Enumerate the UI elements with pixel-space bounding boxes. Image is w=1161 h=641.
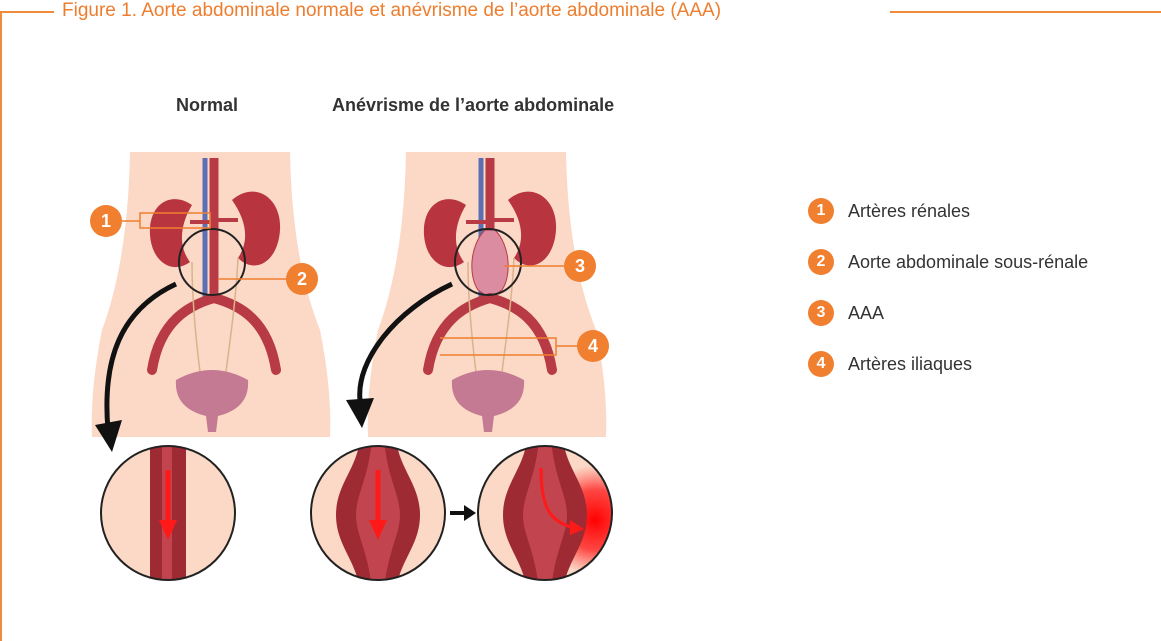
legend-item-1: 1 Artères rénales [808, 198, 1088, 224]
legend-number-3: 3 [808, 300, 834, 326]
badge-3: 3 [564, 250, 596, 282]
legend-item-4: 4 Artères iliaques [808, 351, 1088, 377]
svg-text:2: 2 [297, 269, 307, 289]
rupture-zoom-circle [478, 440, 650, 590]
normal-zoom-circle [101, 440, 235, 590]
svg-text:1: 1 [101, 211, 111, 231]
legend-label-3: AAA [848, 303, 884, 324]
aneurysm-bulge [472, 230, 508, 298]
legend-item-2: 2 Aorte abdominale sous-rénale [808, 249, 1088, 275]
badge-4: 4 [577, 330, 609, 362]
badge-2: 2 [286, 263, 318, 295]
aneurysm-torso [368, 152, 607, 437]
legend-label-4: Artères iliaques [848, 354, 972, 375]
legend-label-1: Artères rénales [848, 201, 970, 222]
badge-1: 1 [90, 205, 122, 237]
legend-item-3: 3 AAA [808, 300, 1088, 326]
legend-number-1: 1 [808, 198, 834, 224]
legend-label-2: Aorte abdominale sous-rénale [848, 252, 1088, 273]
legend: 1 Artères rénales 2 Aorte abdominale sou… [808, 198, 1088, 402]
svg-text:4: 4 [588, 336, 598, 356]
normal-torso [92, 152, 331, 437]
legend-number-4: 4 [808, 351, 834, 377]
legend-number-2: 2 [808, 249, 834, 275]
aneurysm-zoom-circle [311, 440, 445, 590]
svg-text:3: 3 [575, 256, 585, 276]
